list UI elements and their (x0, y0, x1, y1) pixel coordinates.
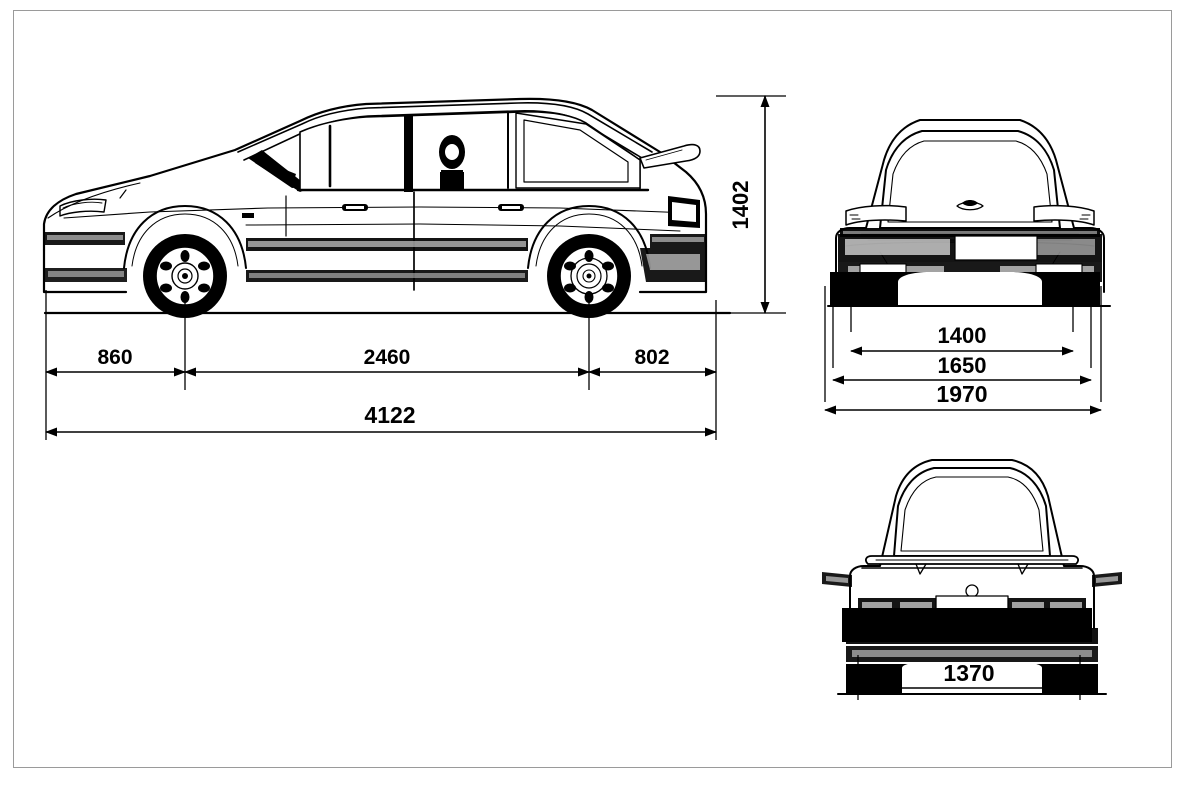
dim-label-body-width: 1650 (938, 353, 987, 378)
dim-label-width-with-mirrors: 1970 (936, 381, 987, 407)
front-wheel-spokes (160, 250, 210, 303)
front-view-car (827, 119, 1111, 307)
dim-label-front-track: 1400 (938, 323, 987, 348)
dim-label-rear-track: 1370 (943, 660, 994, 686)
front-licence-plate (954, 235, 1038, 261)
rear-view-car (822, 459, 1122, 695)
front-headlights (845, 204, 1095, 226)
dim-label-wheelbase: 2460 (364, 346, 411, 369)
side-view-car (42, 97, 732, 318)
dim-label-overall-height: 1402 (728, 181, 753, 230)
dim-label-front-overhang: 860 (97, 346, 132, 369)
dim-label-rear-overhang: 802 (634, 346, 669, 369)
rear-wheel-spokes (564, 250, 614, 303)
dim-label-overall-length: 4122 (364, 402, 415, 428)
rear-extension-lines (857, 655, 1081, 700)
front-extension-lines (824, 286, 1102, 402)
side-extension-lines (45, 95, 786, 440)
